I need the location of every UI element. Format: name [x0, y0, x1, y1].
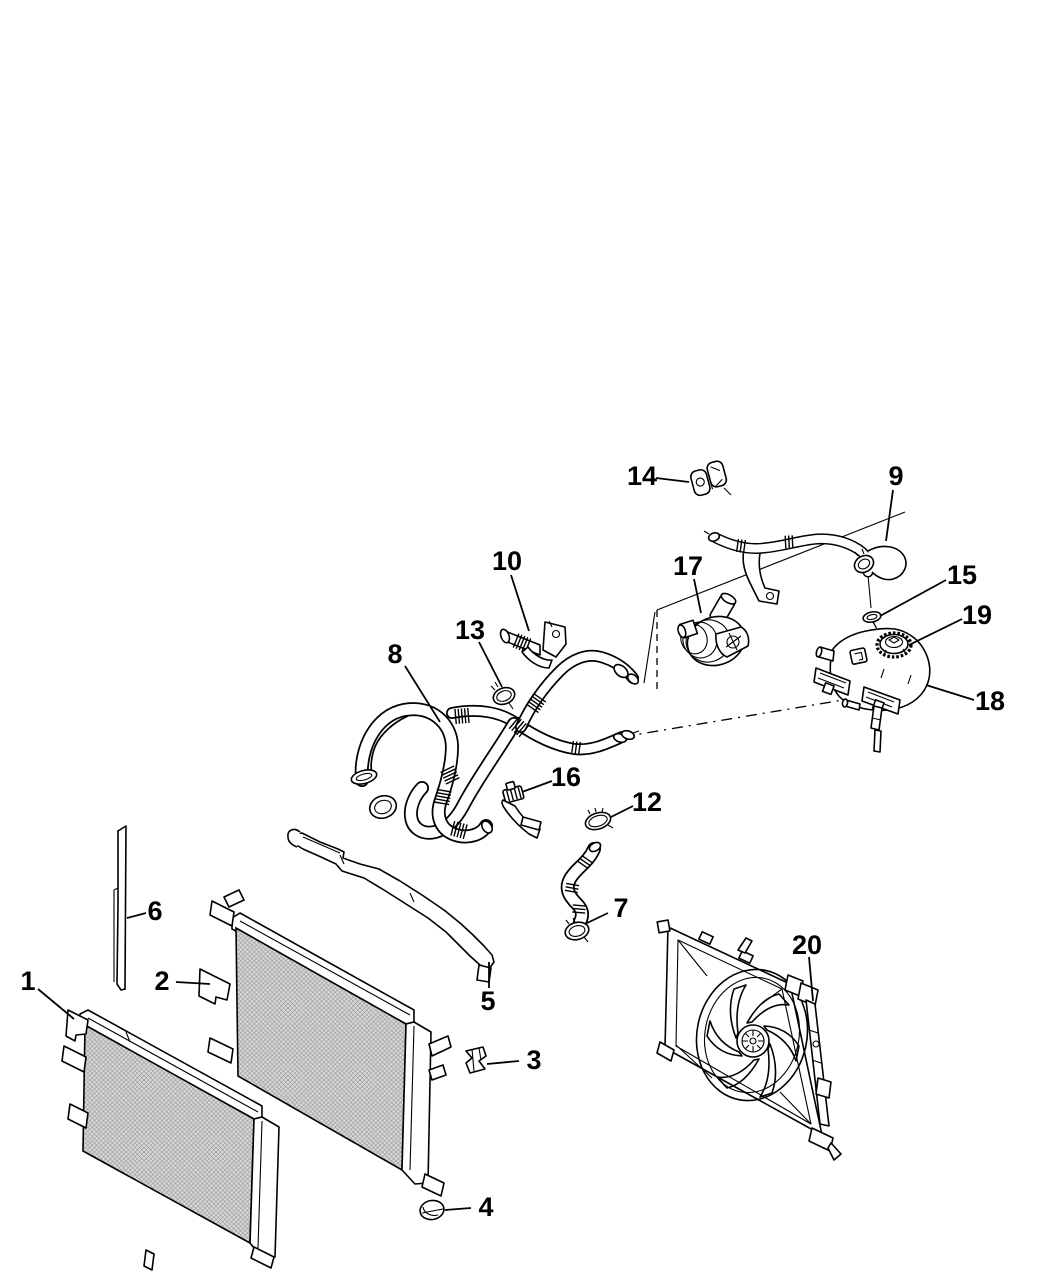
callout-label[interactable]: 1 [20, 966, 35, 996]
callout-label[interactable]: 20 [792, 930, 822, 960]
upper-hose [703, 530, 907, 605]
callout-20[interactable]: 20 [792, 930, 822, 1002]
callout-label[interactable]: 17 [673, 551, 703, 581]
callout-leader-line [478, 641, 503, 688]
callout-17[interactable]: 17 [673, 551, 703, 614]
callout-leader-line [925, 684, 975, 701]
callout-label[interactable]: 19 [962, 600, 992, 630]
callout-4[interactable]: 4 [444, 1192, 494, 1222]
callout-label[interactable]: 13 [455, 615, 485, 645]
callout-7[interactable]: 7 [584, 893, 629, 925]
callout-leader-line [444, 1207, 472, 1211]
callout-label[interactable]: 10 [492, 546, 522, 576]
callout-3[interactable]: 3 [486, 1045, 542, 1075]
callout-label[interactable]: 15 [947, 560, 977, 590]
callout-19[interactable]: 19 [908, 600, 992, 646]
auxiliary-pump [677, 592, 750, 667]
callout-label[interactable]: 3 [526, 1045, 541, 1075]
callout-9[interactable]: 9 [885, 461, 904, 542]
callout-16[interactable]: 16 [521, 762, 581, 793]
callout-leader-line [404, 665, 441, 723]
callout-8[interactable]: 8 [387, 639, 441, 723]
callout-14[interactable]: 14 [627, 461, 690, 491]
callout-leader-line [879, 579, 947, 617]
callout-leader-line [175, 981, 211, 985]
clamp-13 [490, 681, 516, 710]
callout-label[interactable]: 6 [147, 896, 162, 926]
callout-6[interactable]: 6 [126, 896, 163, 926]
radiator-primary [61, 1009, 280, 1271]
clamp-12 [584, 807, 614, 831]
crossmember-seal [287, 828, 495, 983]
callout-leader-line [610, 805, 634, 818]
construction-lines [597, 511, 906, 742]
callout-label[interactable]: 5 [480, 986, 495, 1016]
callout-label[interactable]: 8 [387, 639, 402, 669]
callout-leader-line [693, 578, 702, 614]
callout-leader-line [126, 912, 147, 919]
seal-ring [862, 610, 882, 624]
callout-leader-line [885, 489, 894, 542]
coolant-reservoir [813, 627, 931, 753]
callout-18[interactable]: 18 [925, 684, 1005, 716]
callout-leader-line [584, 912, 609, 925]
callout-label[interactable]: 9 [888, 461, 903, 491]
callout-leader-line [655, 477, 690, 483]
callout-1[interactable]: 1 [20, 966, 75, 1020]
callout-label[interactable]: 2 [154, 966, 169, 996]
pressure-cap [875, 631, 913, 659]
lower-hose [563, 841, 602, 943]
callout-13[interactable]: 13 [455, 615, 503, 688]
callout-leader-line [808, 956, 814, 1002]
callout-10[interactable]: 10 [492, 546, 530, 632]
callout-label[interactable]: 18 [975, 686, 1005, 716]
hose-assembly [350, 656, 640, 839]
grommet [419, 1199, 445, 1221]
callout-leader-line [521, 780, 553, 793]
callout-label[interactable]: 16 [551, 762, 581, 792]
side-seal-strip [113, 825, 127, 991]
radiator-clip [465, 1046, 487, 1074]
bracket-16 [501, 780, 542, 839]
callout-12[interactable]: 12 [610, 787, 662, 818]
callout-leader-line [37, 988, 75, 1020]
callout-leader-line [510, 574, 530, 632]
radiator-secondary [198, 889, 452, 1197]
callout-5[interactable]: 5 [480, 962, 496, 1016]
callout-15[interactable]: 15 [879, 560, 977, 617]
callout-label[interactable]: 4 [478, 1192, 493, 1222]
callout-leader-line [908, 618, 963, 646]
callout-2[interactable]: 2 [154, 966, 211, 996]
callout-label[interactable]: 7 [613, 893, 628, 923]
tube-bracket [499, 620, 567, 669]
callout-leader-line [486, 1060, 520, 1065]
callout-label[interactable]: 12 [632, 787, 662, 817]
callout-label[interactable]: 14 [627, 461, 657, 491]
retainer-clip [689, 460, 732, 497]
